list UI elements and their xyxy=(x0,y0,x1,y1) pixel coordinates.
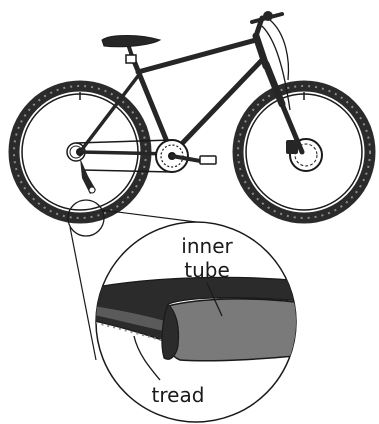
label-inner-tube-line1: inner xyxy=(181,234,233,258)
zoom-connector-right xyxy=(102,210,196,222)
top-tube xyxy=(138,40,256,72)
zoom-callout: inner tube tread xyxy=(68,200,314,422)
chain-bottom xyxy=(82,170,172,172)
handlebar-grip xyxy=(263,11,273,21)
saddle-assembly xyxy=(102,36,160,64)
pedal xyxy=(200,156,216,164)
label-inner-tube-line2: tube xyxy=(184,258,230,282)
seat-clamp xyxy=(126,55,136,63)
shift-cable xyxy=(270,20,288,80)
derailleur-pulley xyxy=(89,187,95,193)
label-tread: tread xyxy=(152,383,205,407)
zoom-connector-left xyxy=(70,227,96,360)
bicycle xyxy=(14,11,370,218)
saddle xyxy=(102,36,160,47)
